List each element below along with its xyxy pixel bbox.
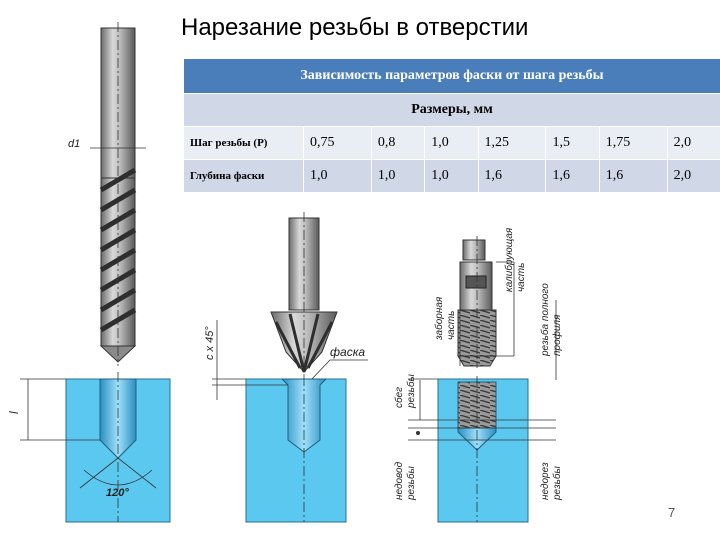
row-label: Глубина фаски bbox=[183, 159, 304, 193]
table-cell: 1,5 bbox=[545, 126, 600, 160]
label-incomplete-1: недорез bbox=[540, 462, 551, 500]
page-number: 7 bbox=[668, 505, 676, 520]
label-full-1: резьба полного bbox=[539, 283, 551, 357]
table-subcaption: Размеры, мм bbox=[183, 93, 720, 127]
label-calib-1: калибрующая bbox=[503, 227, 515, 292]
table-cell: 2,0 bbox=[666, 126, 720, 160]
thread-tap bbox=[457, 236, 497, 368]
page-title: Нарезание резьбы в отверстии bbox=[181, 14, 529, 41]
label-full-2: профиля bbox=[551, 314, 563, 356]
table-row-depth: Глубина фаски 1,0 1,0 1,0 1,6 1,6 1,6 2,… bbox=[183, 159, 720, 193]
label-incomplete-2: резьбы bbox=[551, 465, 563, 501]
table-cell: 1,0 bbox=[303, 159, 372, 193]
table-cell: 0,8 bbox=[370, 126, 426, 160]
table-cell: 1,0 bbox=[424, 126, 479, 160]
label-intake-2: часть bbox=[446, 311, 457, 340]
label-chamfer: фаска bbox=[330, 345, 365, 359]
workpiece-block-2 bbox=[212, 376, 347, 523]
label-undercut-1: недовод bbox=[394, 461, 405, 500]
workpiece-block-1 bbox=[20, 372, 171, 523]
label-intake-1: заборная bbox=[433, 296, 445, 341]
workpiece-block-3 bbox=[408, 376, 556, 523]
label-angle: 120° bbox=[106, 487, 129, 499]
label-runout-1: сбег bbox=[393, 387, 405, 408]
chamfer-parameters-table: Зависимость параметров фаски от шага рез… bbox=[183, 58, 720, 193]
drill-bit bbox=[90, 22, 146, 366]
label-depth-l: l bbox=[7, 411, 21, 414]
table-cell: 1,0 bbox=[370, 159, 426, 193]
table-cell: 1,25 bbox=[477, 126, 547, 160]
table-cell: 2,0 bbox=[666, 159, 720, 193]
table-cell: 1,6 bbox=[598, 159, 668, 193]
table-cell: 1,75 bbox=[598, 126, 668, 160]
label-runout-2: резьбы bbox=[405, 373, 417, 409]
table-cell: 1,6 bbox=[545, 159, 600, 193]
table-caption: Зависимость параметров фаски от шага рез… bbox=[183, 58, 720, 94]
table-row-pitch: Шаг резьбы (P) 0,75 0,8 1,0 1,25 1,5 1,7… bbox=[183, 126, 720, 160]
countersink-tool bbox=[270, 212, 338, 376]
label-undercut-2: резьбы bbox=[405, 465, 417, 501]
table-header-row: Зависимость параметров фаски от шага рез… bbox=[183, 58, 720, 94]
table-cell: 0,75 bbox=[303, 126, 372, 160]
label-calib-2: часть bbox=[516, 263, 527, 292]
label-chamfer-dim: c x 45° bbox=[204, 326, 216, 360]
table-subheader-row: Размеры, мм bbox=[183, 93, 720, 127]
table-cell: 1,0 bbox=[424, 159, 479, 193]
row-label: Шаг резьбы (P) bbox=[183, 126, 304, 160]
label-d1: d1 bbox=[68, 138, 80, 150]
